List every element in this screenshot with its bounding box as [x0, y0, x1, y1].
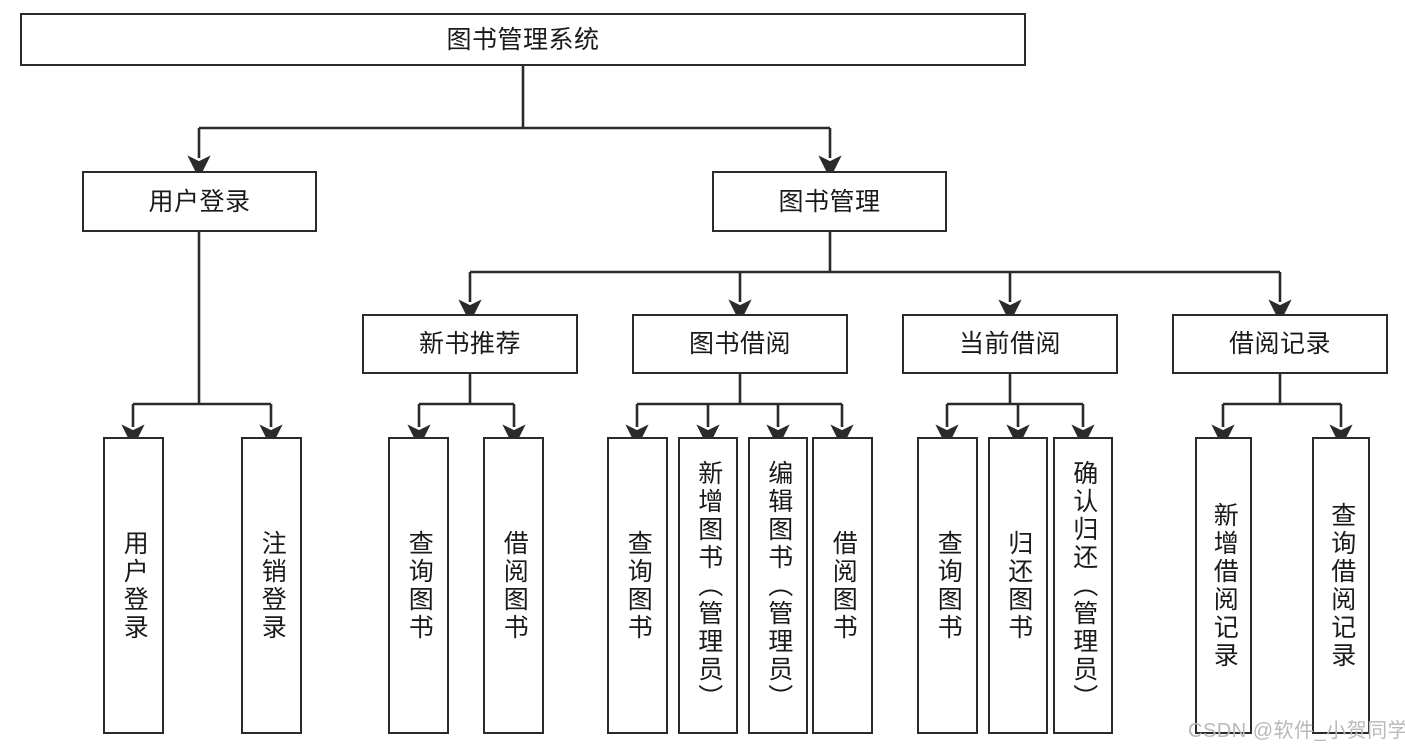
- node-root-label: 图书管理系统: [446, 25, 600, 54]
- leaf-current-query-book-label: 查询图书: [934, 529, 963, 642]
- node-borrow-record-label: 借阅记录: [1228, 330, 1331, 358]
- leaf-current-return-book-label: 归还图书: [1004, 529, 1033, 642]
- leaf-record-query[interactable]: 查询借阅记录: [1312, 437, 1370, 734]
- leaf-borrow-add-book[interactable]: 新增图书（管理员）: [678, 437, 738, 734]
- node-book-borrow-label: 图书借阅: [688, 330, 791, 358]
- leaf-new-book-borrow-label: 借阅图书: [500, 529, 529, 642]
- leaf-current-return-book[interactable]: 归还图书: [988, 437, 1048, 734]
- leaf-record-add[interactable]: 新增借阅记录: [1195, 437, 1252, 734]
- node-new-book-recommend-label: 新书推荐: [418, 330, 521, 358]
- leaf-new-book-borrow[interactable]: 借阅图书: [483, 437, 544, 734]
- node-user-login[interactable]: 用户登录: [82, 171, 317, 232]
- leaf-record-add-label: 新增借阅记录: [1210, 501, 1239, 670]
- leaf-current-confirm-return-label: 确认归还（管理员）: [1069, 459, 1098, 712]
- leaf-new-book-query-label: 查询图书: [405, 529, 434, 642]
- node-book-borrow[interactable]: 图书借阅: [632, 314, 848, 374]
- node-current-borrow-label: 当前借阅: [958, 330, 1061, 358]
- node-borrow-record[interactable]: 借阅记录: [1172, 314, 1388, 374]
- csdn-watermark: CSDN @软件_小贺同学: [1188, 720, 1405, 742]
- node-book-management-label: 图书管理: [778, 187, 881, 216]
- leaf-record-query-label: 查询借阅记录: [1327, 501, 1356, 670]
- leaf-borrow-query-book-label: 查询图书: [624, 529, 653, 642]
- node-book-management[interactable]: 图书管理: [712, 171, 947, 232]
- leaf-borrow-query-book[interactable]: 查询图书: [607, 437, 668, 734]
- leaf-borrow-add-book-label: 新增图书（管理员）: [694, 459, 723, 712]
- node-root[interactable]: 图书管理系统: [20, 13, 1026, 66]
- leaf-borrow-borrow-book[interactable]: 借阅图书: [812, 437, 873, 734]
- leaf-borrow-edit-book[interactable]: 编辑图书（管理员）: [748, 437, 808, 734]
- leaf-current-confirm-return[interactable]: 确认归还（管理员）: [1053, 437, 1113, 734]
- leaf-user-login-signin[interactable]: 用户登录: [103, 437, 164, 734]
- leaf-user-login-signin-label: 用户登录: [120, 529, 149, 642]
- leaf-borrow-borrow-book-label: 借阅图书: [829, 529, 858, 642]
- leaf-user-login-signout[interactable]: 注销登录: [241, 437, 302, 734]
- node-user-login-label: 用户登录: [148, 187, 251, 216]
- node-current-borrow[interactable]: 当前借阅: [902, 314, 1118, 374]
- node-new-book-recommend[interactable]: 新书推荐: [362, 314, 578, 374]
- leaf-user-login-signout-label: 注销登录: [258, 529, 287, 642]
- leaf-borrow-edit-book-label: 编辑图书（管理员）: [764, 459, 793, 712]
- leaf-current-query-book[interactable]: 查询图书: [917, 437, 978, 734]
- leaf-new-book-query[interactable]: 查询图书: [388, 437, 449, 734]
